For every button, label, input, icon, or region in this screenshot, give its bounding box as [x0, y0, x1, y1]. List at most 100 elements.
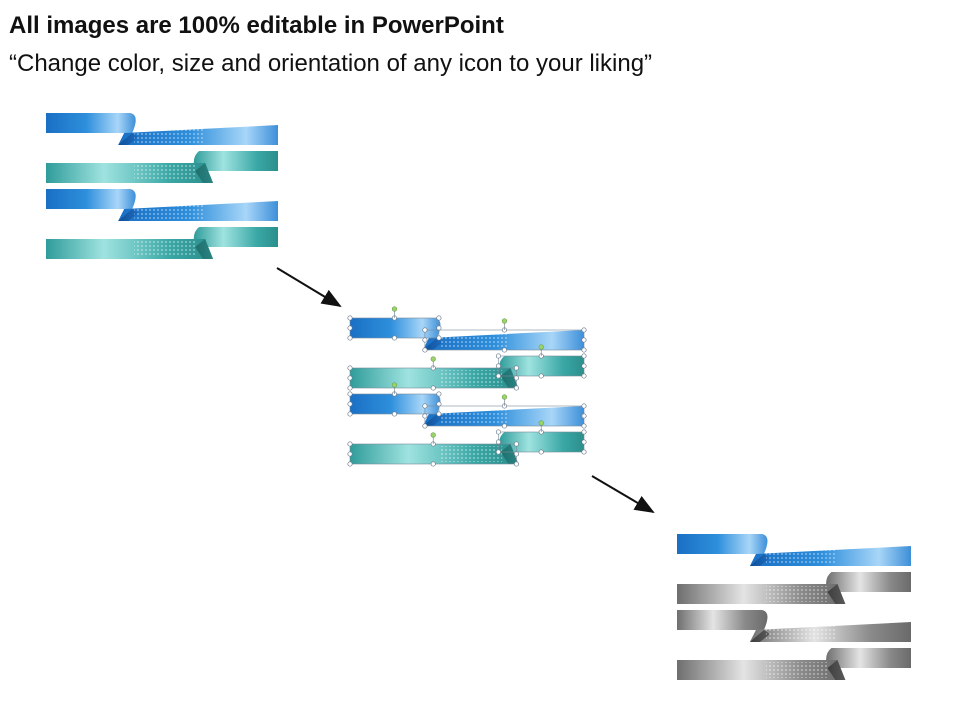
rotate-handle[interactable] — [538, 420, 544, 426]
resize-handle[interactable] — [513, 365, 519, 371]
resize-handle[interactable] — [422, 423, 428, 429]
selected-banners[interactable] — [347, 306, 587, 467]
ribbon-fold — [422, 414, 443, 426]
resize-handle[interactable] — [422, 403, 428, 409]
ribbon-upper-band — [193, 151, 278, 171]
rotate-handle[interactable] — [501, 394, 508, 400]
resize-handle[interactable] — [391, 411, 398, 417]
resize-handle[interactable] — [436, 411, 442, 417]
resize-handle[interactable] — [495, 429, 501, 435]
resize-handle[interactable] — [495, 363, 501, 369]
resize-handle[interactable] — [581, 363, 587, 369]
resize-handle[interactable] — [347, 391, 353, 397]
resize-handle[interactable] — [581, 353, 587, 359]
original-banners[interactable] — [46, 113, 278, 259]
resize-handle[interactable] — [538, 449, 544, 455]
ribbon-upper-band — [677, 610, 768, 630]
resize-handle[interactable] — [495, 373, 501, 379]
ribbon-banner[interactable] — [677, 534, 911, 566]
resize-handle[interactable] — [422, 347, 428, 353]
resize-handle[interactable] — [581, 423, 587, 429]
resize-handle[interactable] — [347, 335, 353, 341]
resize-handle[interactable] — [581, 449, 587, 455]
resize-handle[interactable] — [347, 365, 353, 371]
recolored-banners[interactable] — [677, 534, 911, 680]
resize-handle[interactable] — [436, 335, 442, 341]
resize-handle[interactable] — [430, 385, 436, 391]
ribbon-dot-texture — [134, 165, 197, 181]
ribbon-dot-texture — [765, 586, 830, 602]
ribbon-banner[interactable] — [46, 113, 278, 145]
resize-handle[interactable] — [581, 429, 587, 435]
slide-subtitle: “Change color, size and orientation of a… — [9, 50, 653, 77]
resize-handle[interactable] — [430, 461, 436, 467]
resize-handle[interactable] — [422, 337, 428, 343]
resize-handle[interactable] — [513, 451, 519, 457]
ribbon-fold — [827, 660, 846, 680]
rotate-handle[interactable] — [430, 432, 436, 438]
ribbon-fold — [118, 209, 139, 221]
resize-handle[interactable] — [581, 373, 587, 379]
ribbon-fold — [500, 368, 519, 388]
ribbon-upper-band — [826, 572, 911, 592]
resize-handle[interactable] — [495, 449, 501, 455]
resize-handle[interactable] — [513, 375, 519, 381]
resize-handle[interactable] — [513, 385, 519, 391]
resize-handle[interactable] — [581, 439, 587, 445]
ribbon-banner[interactable] — [46, 227, 278, 259]
ribbon-dot-texture — [765, 662, 830, 678]
resize-handle[interactable] — [581, 347, 587, 353]
resize-handle[interactable] — [538, 373, 544, 379]
ribbon-banner[interactable] — [347, 420, 587, 467]
resize-handle[interactable] — [513, 461, 519, 467]
arrow-to-selected — [276, 267, 342, 308]
resize-handle[interactable] — [495, 439, 501, 445]
resize-handle[interactable] — [436, 325, 442, 331]
ribbon-upper-band — [350, 394, 441, 414]
resize-handle[interactable] — [495, 353, 501, 359]
resize-handle[interactable] — [501, 347, 508, 353]
resize-handle[interactable] — [581, 327, 587, 333]
resize-handle[interactable] — [436, 315, 442, 321]
ribbon-banner[interactable] — [347, 306, 587, 353]
ribbon-banner[interactable] — [347, 344, 587, 391]
ribbon-fold — [195, 239, 214, 259]
resize-handle[interactable] — [581, 337, 587, 343]
ribbon-upper-band — [499, 432, 584, 452]
resize-handle[interactable] — [347, 461, 353, 467]
resize-handle[interactable] — [422, 327, 428, 333]
ribbon-upper-band — [499, 356, 584, 376]
ribbon-dot-texture — [134, 127, 204, 143]
resize-handle[interactable] — [501, 423, 508, 429]
resize-handle[interactable] — [347, 325, 353, 331]
ribbon-banner[interactable] — [46, 151, 278, 183]
resize-handle[interactable] — [391, 335, 398, 341]
resize-handle[interactable] — [513, 441, 519, 447]
ribbon-upper-band — [46, 113, 136, 133]
rotate-handle[interactable] — [391, 306, 398, 312]
ribbon-upper-band — [677, 534, 768, 554]
rotate-handle[interactable] — [501, 318, 508, 324]
ribbon-banner[interactable] — [677, 572, 911, 604]
rotate-handle[interactable] — [538, 344, 544, 350]
resize-handle[interactable] — [347, 451, 353, 457]
resize-handle[interactable] — [436, 401, 442, 407]
resize-handle[interactable] — [347, 441, 353, 447]
resize-handle[interactable] — [422, 413, 428, 419]
rotate-handle[interactable] — [391, 382, 398, 388]
resize-handle[interactable] — [347, 375, 353, 381]
resize-handle[interactable] — [347, 385, 353, 391]
resize-handle[interactable] — [347, 315, 353, 321]
rotate-handle[interactable] — [430, 356, 436, 362]
resize-handle[interactable] — [347, 401, 353, 407]
ribbon-banner[interactable] — [347, 382, 587, 429]
ribbon-dot-texture — [438, 408, 510, 424]
resize-handle[interactable] — [581, 403, 587, 409]
ribbon-banner[interactable] — [677, 648, 911, 680]
ribbon-banner[interactable] — [46, 189, 278, 221]
resize-handle[interactable] — [347, 411, 353, 417]
resize-handle[interactable] — [436, 391, 442, 397]
ribbon-banner[interactable] — [677, 610, 911, 642]
resize-handle[interactable] — [581, 413, 587, 419]
